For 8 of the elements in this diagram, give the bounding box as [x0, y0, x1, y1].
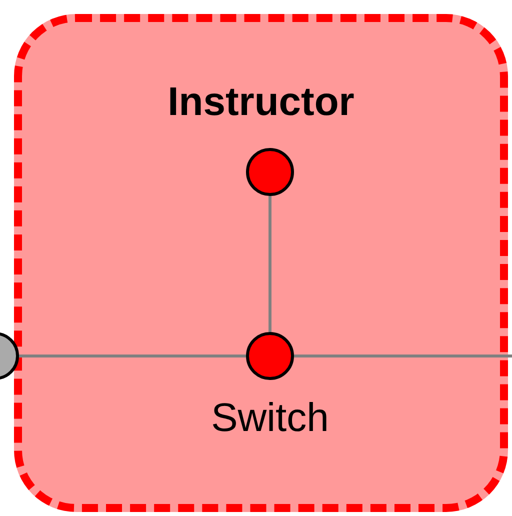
connector-line: [19, 354, 246, 358]
group-title: Instructor: [166, 80, 356, 125]
connector-line: [294, 354, 512, 358]
node-label: Switch: [210, 396, 330, 441]
node-circle: [246, 148, 294, 196]
group-region: [14, 14, 508, 512]
node-circle: [246, 332, 294, 380]
connector-line: [268, 196, 272, 332]
